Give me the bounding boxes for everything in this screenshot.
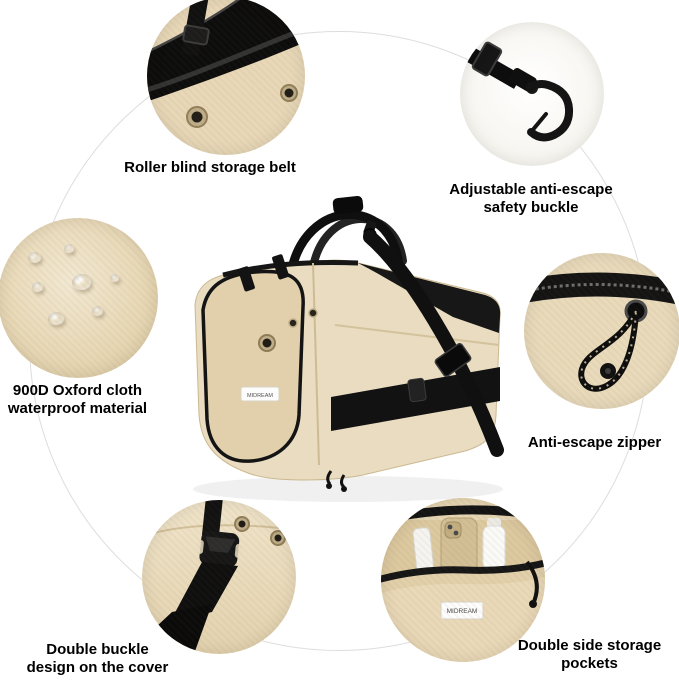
side-pocket-photo: MIDREAM xyxy=(381,498,545,662)
band-buckle xyxy=(407,377,427,403)
label-safety-buckle-line2: safety buckle xyxy=(483,199,579,216)
label-roller-blind: Roller blind storage belt xyxy=(124,159,296,176)
callout-waterproof-fabric xyxy=(0,218,158,378)
cover-corner xyxy=(358,263,501,333)
water-droplet xyxy=(72,274,91,290)
roller-blind-strap xyxy=(181,0,210,56)
water-droplet xyxy=(48,312,64,325)
bag-shadow xyxy=(193,476,503,502)
callout-anti-escape-zipper xyxy=(524,253,679,409)
label-double-buckle-line2: design on the cover xyxy=(26,659,169,676)
cover-strap xyxy=(272,254,289,280)
label-waterproof-line2: waterproof material xyxy=(7,400,148,417)
label-side-pockets-line1: Double side storage xyxy=(517,637,662,654)
callout-roller-blind xyxy=(147,0,305,155)
buckle-strap-top xyxy=(201,500,224,537)
water-droplet xyxy=(64,244,74,253)
hook-gate xyxy=(529,112,548,134)
zipper-tape xyxy=(524,272,679,305)
brand-label: MIDREAM xyxy=(240,386,280,402)
label-double-buckle-line1: Double buckle xyxy=(46,641,149,658)
strap-adjuster xyxy=(471,41,503,77)
label-anti-escape-zipper: Anti-escape zipper xyxy=(527,434,662,451)
label-safety-buckle: Adjustable anti-escape safety buckle xyxy=(421,181,641,217)
zipper-cord xyxy=(525,560,539,608)
brand-label: MIDREAM xyxy=(440,601,484,620)
water-droplet xyxy=(32,282,43,292)
grommet xyxy=(280,84,298,102)
label-safety-buckle-line1: Adjustable anti-escape xyxy=(449,181,613,198)
zipper-pulls xyxy=(326,470,347,492)
label-double-buckle: Double buckle design on the cover xyxy=(5,641,190,677)
brand-label-text: MIDREAM xyxy=(447,608,478,615)
buckle-strap-bottom xyxy=(170,562,238,622)
label-side-pockets-line2: pockets xyxy=(561,655,618,672)
water-droplet xyxy=(110,274,119,282)
double-buckle-photo xyxy=(142,500,296,654)
water-droplet xyxy=(92,306,103,316)
snap-hook xyxy=(526,80,574,142)
callout-safety-buckle xyxy=(460,22,604,166)
zipper-teeth xyxy=(524,282,679,295)
label-waterproof: 900D Oxford cloth waterproof material xyxy=(0,382,155,418)
safety-buckle-photo xyxy=(460,39,574,142)
callout-double-buckle xyxy=(142,500,296,654)
rope-cord xyxy=(578,308,639,392)
water-droplet xyxy=(28,252,41,263)
side-release-buckle xyxy=(197,530,242,568)
fabric-texture xyxy=(0,218,158,378)
pet-carrier-bag-photo: MIDREAM xyxy=(163,175,511,513)
strap-adjuster xyxy=(434,343,472,377)
roller-blind-photo xyxy=(147,0,305,155)
label-waterproof-line1: 900D Oxford cloth xyxy=(12,382,143,399)
panel-seam xyxy=(312,262,320,466)
bag-grommet xyxy=(258,334,276,352)
photo-vignette xyxy=(0,218,158,378)
brand-label-text: MIDREAM xyxy=(247,393,273,399)
vent-hole xyxy=(308,308,318,318)
bag-end-panel xyxy=(201,269,305,463)
phone xyxy=(440,517,478,579)
bag-illustration: MIDREAM xyxy=(193,195,504,502)
vent-hole xyxy=(288,318,298,328)
strap-buckle xyxy=(182,24,210,46)
phone-camera xyxy=(444,521,462,539)
handle-wrap xyxy=(332,195,364,215)
bag-handles xyxy=(286,195,407,278)
pocket-elastic-trim xyxy=(381,559,545,583)
grommet xyxy=(234,516,250,532)
front-pocket-seam xyxy=(334,324,500,346)
cover-strap xyxy=(238,266,255,292)
label-side-pockets: Double side storage pockets xyxy=(500,637,679,673)
grommet xyxy=(186,106,208,128)
shoulder-strap xyxy=(363,220,504,457)
zipper-photo xyxy=(524,253,679,409)
grommet xyxy=(270,530,286,546)
